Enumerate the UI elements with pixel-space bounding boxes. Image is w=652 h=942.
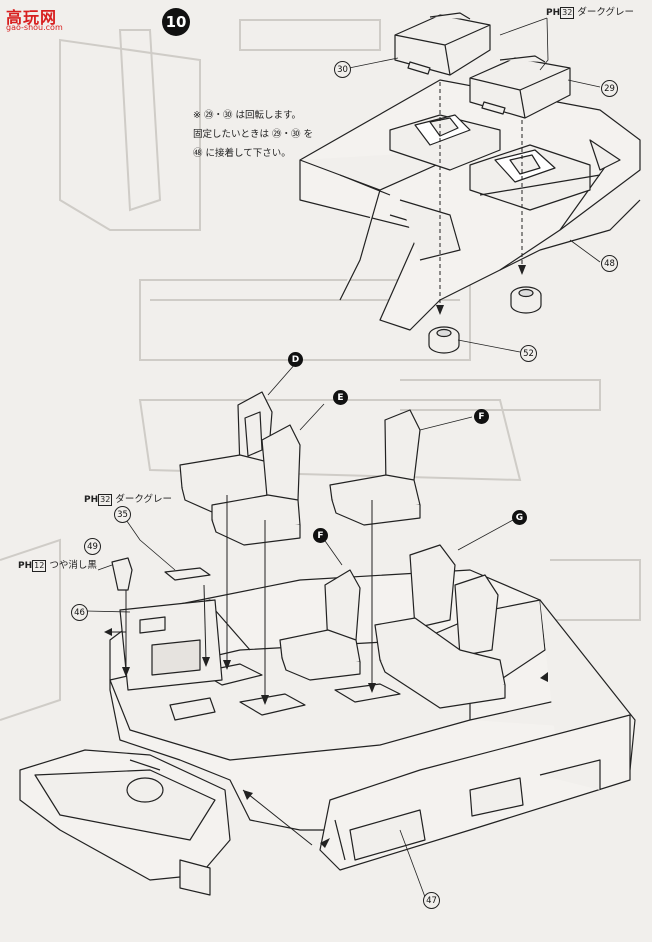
note-line-1: ※ ㉙・㉚ は回転します。	[193, 110, 302, 121]
assembly-lines	[112, 495, 373, 846]
part-callout-52: 52	[520, 345, 537, 362]
part-49	[111, 557, 133, 591]
bench-seat-g	[374, 544, 506, 709]
note-line-3: ㊽ に接着して下さい。	[193, 148, 291, 159]
step-number-badge: 10	[162, 8, 190, 36]
part-35	[164, 567, 211, 581]
paint-prefix: PH	[18, 561, 33, 571]
door-panel-46	[119, 599, 223, 691]
part-callout-46: 46	[71, 604, 88, 621]
seat-callout-e: E	[333, 390, 348, 405]
leader-lines	[85, 17, 601, 898]
paint-prefix: PH	[546, 8, 561, 18]
paint-name: ダークグレー	[115, 494, 172, 505]
part-callout-35: 35	[114, 506, 131, 523]
seat-callout-f-lower: F	[313, 528, 328, 543]
paint-code: 12	[32, 560, 47, 572]
watermark-url: gao-shou.com	[6, 23, 63, 32]
dashboard-panel	[19, 749, 231, 896]
arrow-heads	[104, 265, 548, 848]
seat-callout-g: G	[512, 510, 527, 525]
paint-code: 32	[560, 7, 575, 19]
seat-f-upper	[329, 409, 421, 526]
watermark-title: 高玩网	[6, 8, 58, 27]
assembly-guides	[439, 82, 523, 310]
note-line-2: 固定したいときは ㉙・㉚ を	[193, 129, 314, 140]
paint-name: つや消し黒	[49, 560, 97, 571]
part-callout-29: 29	[601, 80, 618, 97]
seat-callout-d: D	[288, 352, 303, 367]
paint-prefix: PH	[84, 495, 99, 505]
side-panel-47	[319, 714, 631, 871]
seat-top-29	[469, 55, 571, 119]
part-callout-48: 48	[601, 255, 618, 272]
part-callout-30: 30	[334, 61, 351, 78]
seat-d	[179, 391, 276, 513]
seat-callout-f-upper: F	[474, 409, 489, 424]
paint-code: 32	[98, 494, 113, 506]
seat-e	[211, 424, 301, 546]
swivel-base-52b	[510, 286, 542, 314]
part-callout-49: 49	[84, 538, 101, 555]
paint-name: ダークグレー	[577, 7, 634, 18]
seat-f-lower	[279, 569, 361, 681]
seat-top-30	[394, 12, 491, 76]
part-callout-47: 47	[423, 892, 440, 909]
assembly-note: ※ ㉙・㉚ は回転します。 固定したいときは ㉙・㉚ を ㊽ に接着して下さい。	[193, 106, 383, 163]
floor-panel-48	[299, 79, 641, 331]
watermark-logo: 高玩网 gao-shou.com	[4, 4, 74, 34]
swivel-base-52a	[428, 326, 460, 354]
